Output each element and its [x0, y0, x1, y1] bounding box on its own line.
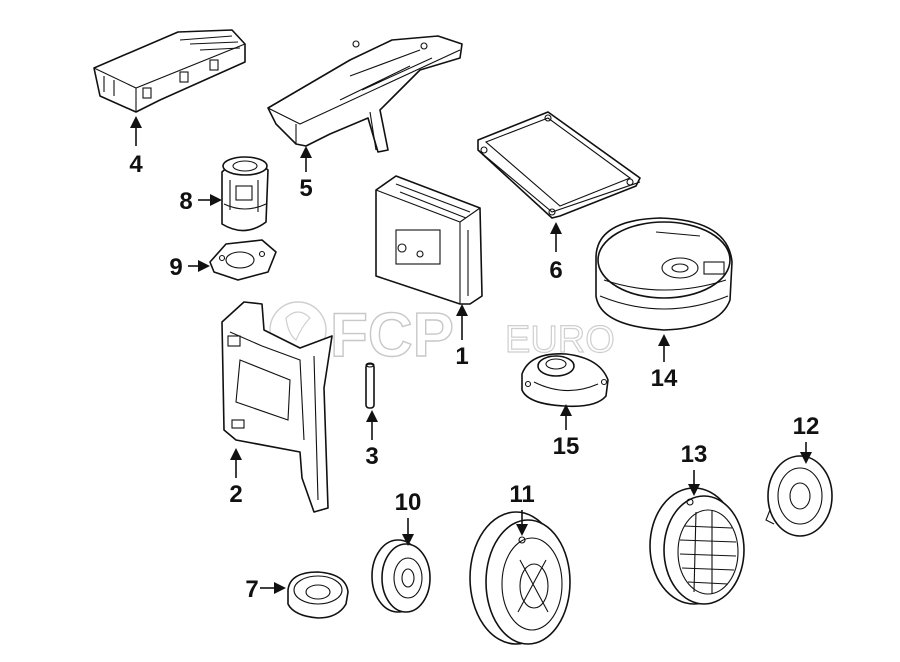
callout-15: 15	[553, 433, 580, 460]
watermark-brand-bold: FCP	[330, 301, 454, 370]
part-4-module-housing	[93, 29, 246, 113]
callout-4: 4	[129, 151, 143, 178]
callout-9: 9	[169, 254, 182, 281]
callout-10: 10	[395, 489, 422, 516]
callout-7: 7	[245, 576, 258, 603]
callout-8: 8	[179, 188, 192, 215]
part-1-amplifier	[375, 175, 483, 305]
part-13-speaker	[649, 487, 745, 605]
part-11-speaker	[469, 511, 571, 645]
callout-13: 13	[681, 441, 708, 468]
part-15-speaker	[521, 353, 609, 408]
part-14-subwoofer	[595, 217, 733, 331]
callout-arrows	[130, 116, 812, 594]
part-7-speaker	[287, 571, 349, 619]
watermark: FCP EURO	[269, 300, 615, 371]
part-12-speaker	[765, 455, 833, 537]
callout-6: 6	[549, 257, 562, 284]
part-6-flat-module	[477, 111, 641, 219]
callout-14: 14	[651, 365, 678, 392]
callout-1: 1	[455, 343, 468, 370]
callout-12: 12	[793, 413, 820, 440]
callout-labels: 1 2 3 4 5 6 7 8 9 10 11 12 13 14 15	[129, 151, 819, 603]
part-9-small-bracket	[209, 239, 277, 281]
part-10-speaker	[371, 539, 431, 613]
callout-2: 2	[229, 481, 242, 508]
part-3-pin	[365, 362, 375, 409]
part-2-large-bracket	[221, 301, 333, 513]
callout-5: 5	[299, 175, 312, 202]
callout-11: 11	[509, 481, 534, 508]
part-5-bracket	[267, 35, 463, 153]
callout-3: 3	[365, 443, 378, 470]
part-8-actuator	[221, 156, 269, 232]
